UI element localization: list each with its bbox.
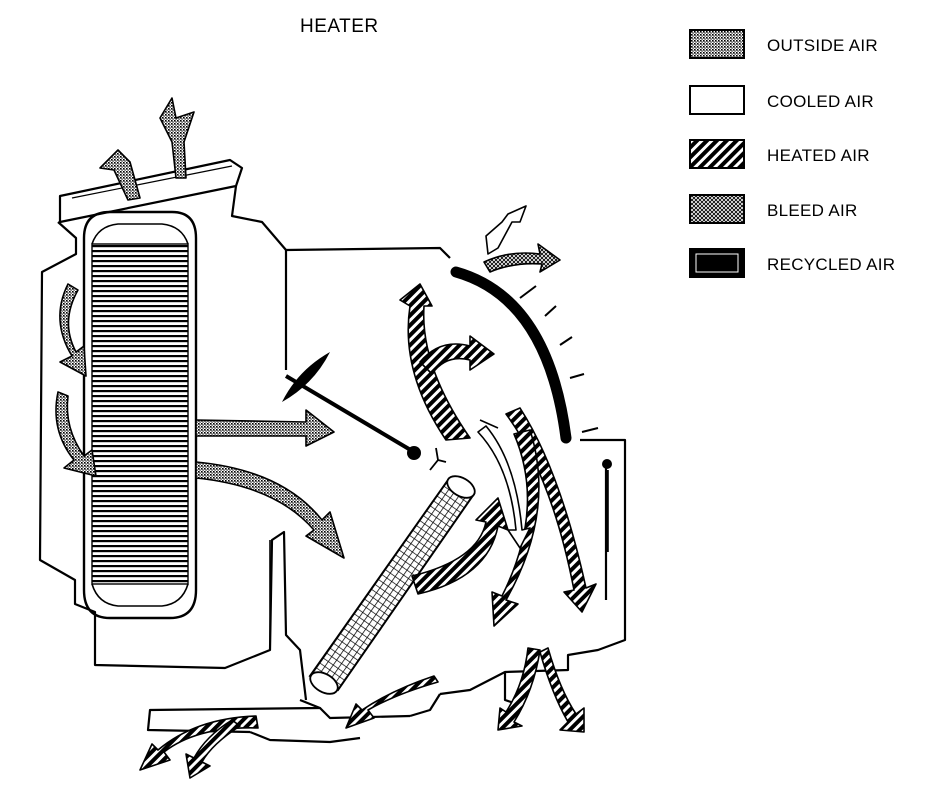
- heated-air-arrows: [139, 283, 597, 779]
- control-rod: [602, 459, 612, 552]
- legend-label: RECYCLED AIR: [767, 255, 896, 274]
- heated-air-arrow: [491, 429, 540, 627]
- bleed-air-arrow: [483, 243, 561, 273]
- legend-swatch-cooled-air: [689, 85, 745, 115]
- legend-swatch-outside-air: [689, 29, 745, 59]
- bleed-air-arrows: [483, 243, 561, 273]
- legend-label: OUTSIDE AIR: [767, 36, 878, 55]
- heated-air-arrow: [497, 647, 541, 731]
- legend-item-heated-air: HEATED AIR: [688, 138, 928, 172]
- legend-label: COOLED AIR: [767, 92, 874, 111]
- legend-swatch-heated-air: [689, 139, 745, 169]
- heated-air-arrow: [539, 647, 585, 733]
- legend-item-bleed-air: BLEED AIR: [688, 193, 928, 227]
- heater-core: [82, 210, 198, 620]
- legend-swatch-bleed-air: [689, 194, 745, 224]
- outside-air-arrow: [159, 97, 195, 179]
- heated-air-arrow: [411, 497, 509, 595]
- cooled-air-arrow: [485, 205, 527, 255]
- legend-item-outside-air: OUTSIDE AIR: [688, 28, 928, 62]
- outside-air-arrow: [99, 149, 141, 201]
- legend-item-recycled-air: RECYCLED AIR: [688, 247, 928, 281]
- outside-air-arrows: [55, 97, 345, 559]
- outside-air-arrow: [195, 461, 345, 559]
- bleed-air-element: [308, 475, 476, 695]
- legend-swatches: [689, 29, 745, 278]
- outside-air-arrow: [55, 391, 97, 477]
- legend-label: BLEED AIR: [767, 201, 858, 220]
- cooled-air-arrow: [477, 425, 531, 549]
- legend-item-cooled-air: COOLED AIR: [688, 84, 928, 118]
- heated-air-arrow: [419, 335, 495, 375]
- heated-air-arrow: [399, 283, 471, 441]
- recycled-air-duct: [450, 266, 599, 444]
- outside-air-arrow: [195, 409, 335, 447]
- diagram-title: HEATER: [300, 16, 379, 37]
- heater-housing: [38, 158, 627, 744]
- legend-label: HEATED AIR: [767, 146, 870, 165]
- heated-air-arrow: [345, 675, 439, 729]
- outside-air-arrow: [59, 283, 87, 377]
- damper-lever: [282, 352, 447, 471]
- heated-air-arrow: [185, 719, 241, 779]
- cooled-air-arrows: [477, 205, 531, 549]
